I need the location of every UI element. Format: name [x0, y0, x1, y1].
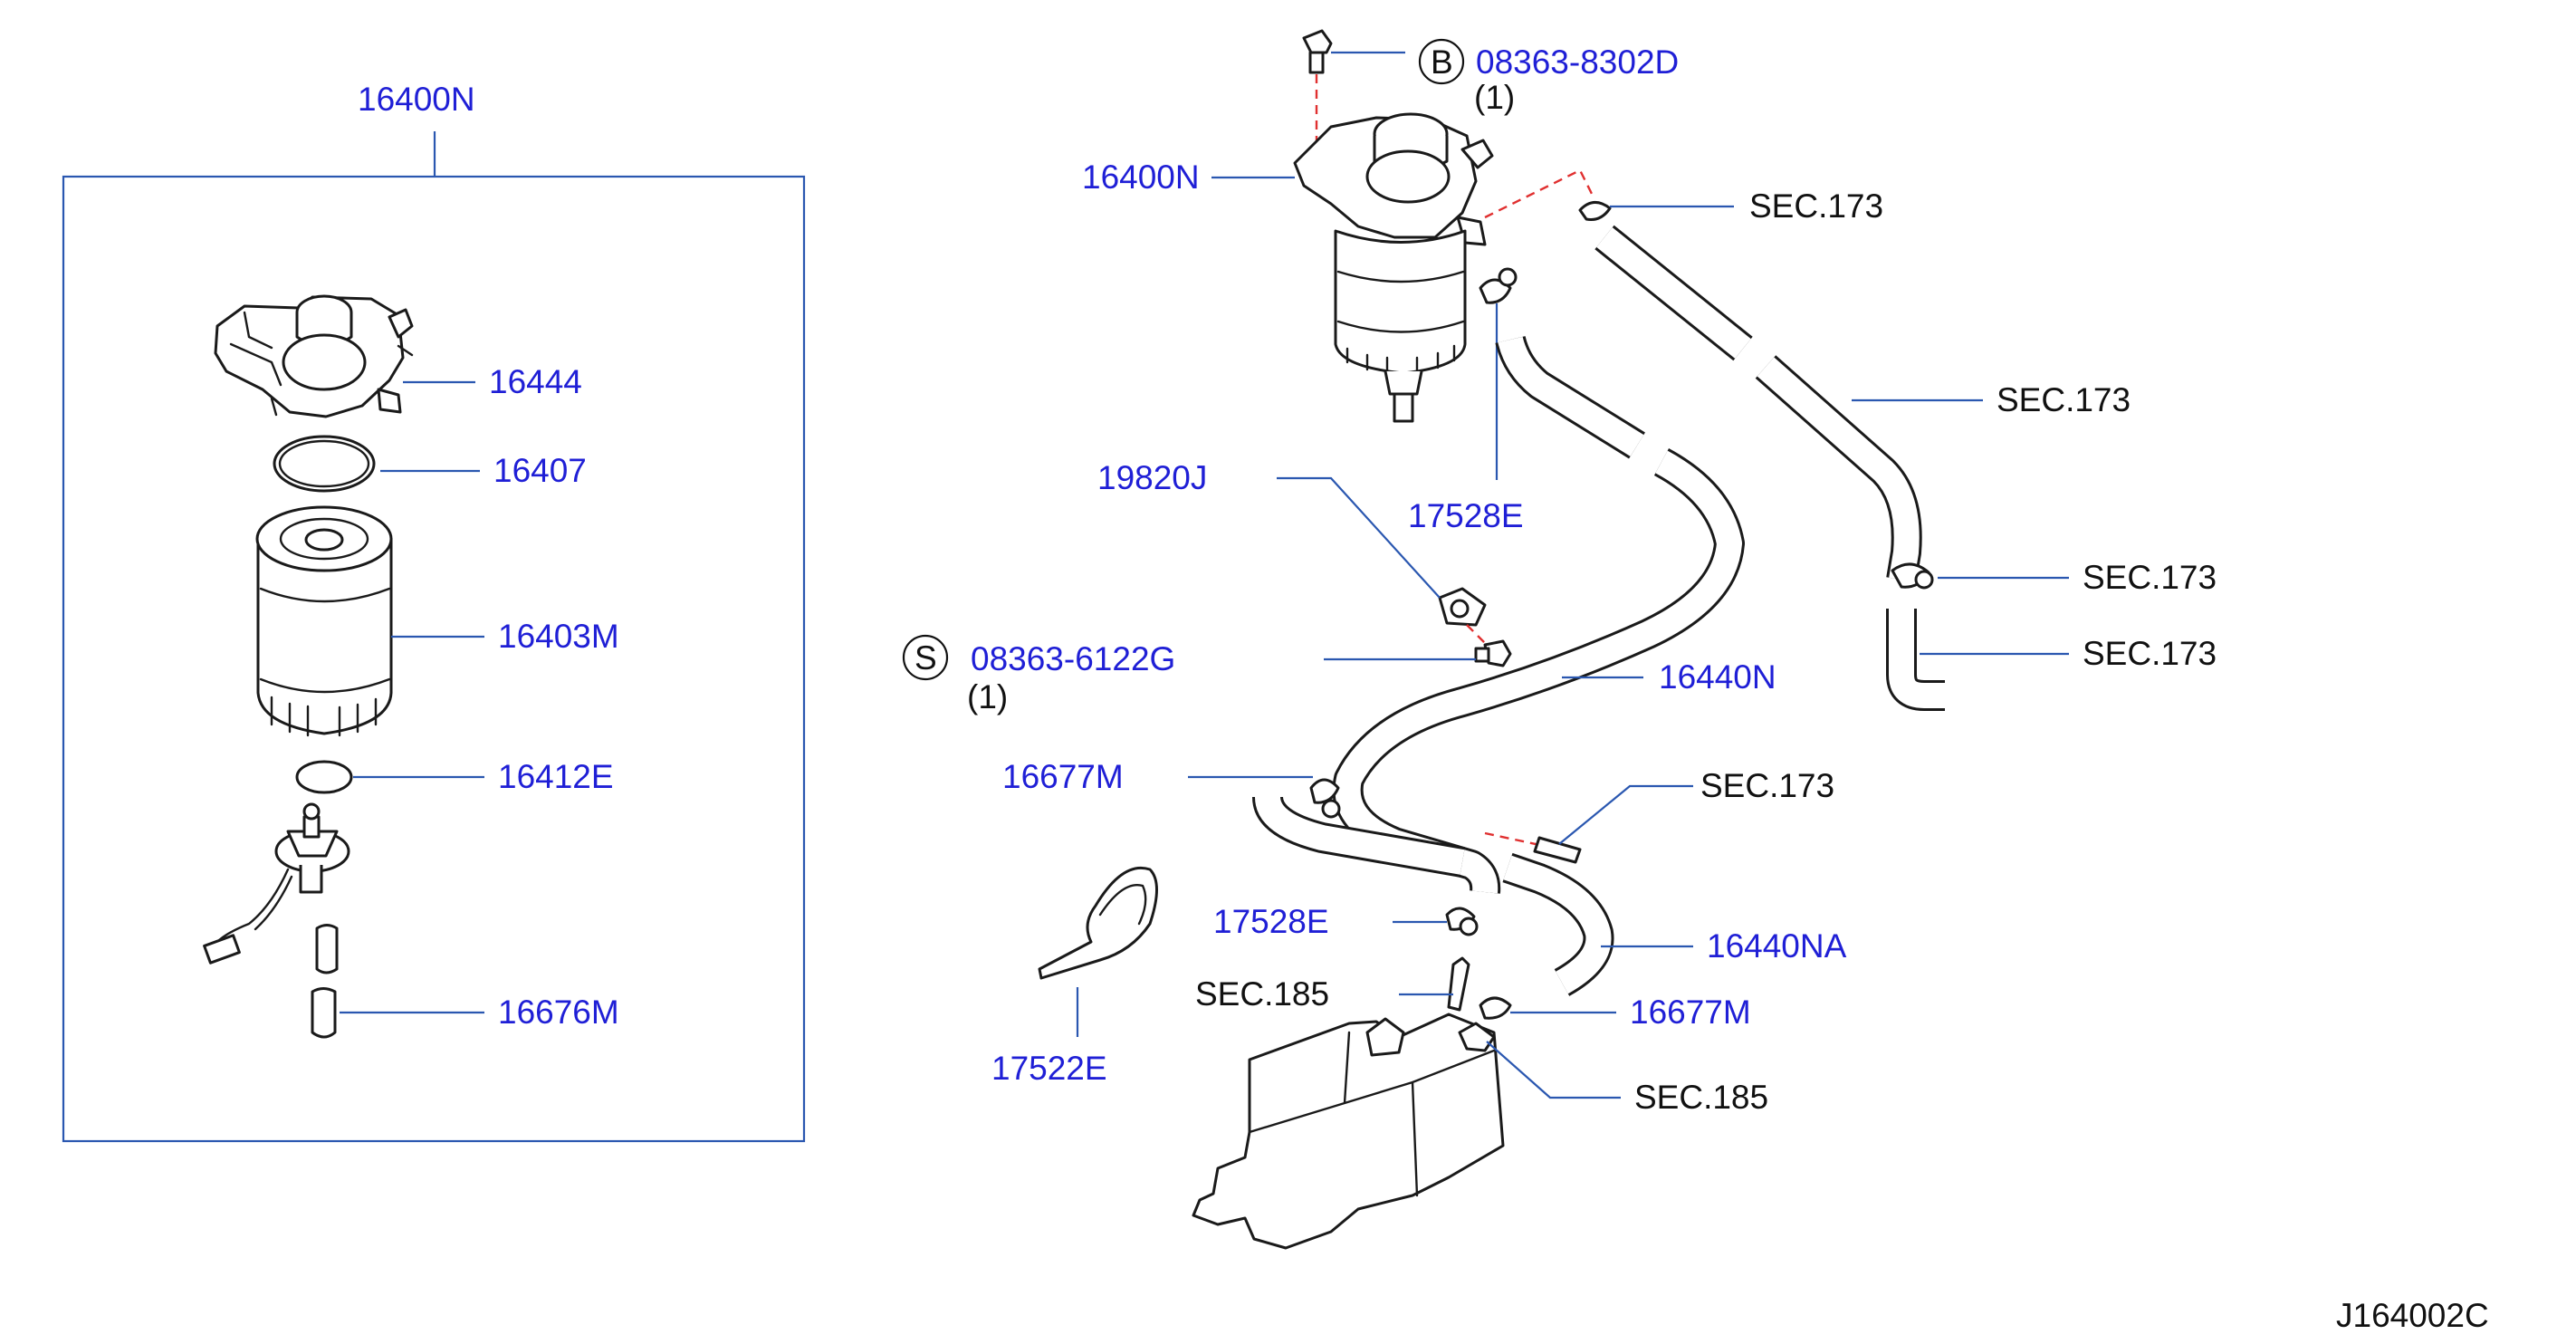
sensor-part[interactable] — [203, 802, 350, 965]
label-16412E[interactable]: 16412E — [498, 758, 614, 795]
label-08363-6122G[interactable]: 08363-6122G — [971, 640, 1175, 677]
screw-s-circle — [902, 634, 949, 681]
label-sec173-elbow[interactable]: SEC.173 — [2083, 635, 2217, 672]
filter-element-part[interactable] — [255, 505, 393, 737]
top-clamp-part[interactable] — [1578, 201, 1612, 221]
long-hose-part[interactable] — [1594, 225, 1922, 582]
mid-clamp-part[interactable] — [1891, 562, 1934, 590]
canister-part[interactable] — [1192, 1013, 1505, 1250]
screw-part[interactable] — [1474, 639, 1512, 667]
screw-s-letter: S — [915, 639, 937, 677]
label-16677M-right[interactable]: 16677M — [1630, 994, 1751, 1031]
elbow-hose-part[interactable] — [1886, 609, 1945, 711]
label-16403M[interactable]: 16403M — [498, 618, 619, 655]
small-ring-part[interactable] — [295, 760, 353, 794]
label-16440NA[interactable]: 16440NA — [1707, 927, 1847, 965]
label-08363-8302D[interactable]: 08363-8302D — [1476, 43, 1679, 81]
label-sec173-clamp[interactable]: SEC.173 — [2083, 559, 2217, 596]
bolt-b-circle — [1418, 38, 1465, 85]
o-ring-part[interactable] — [273, 435, 376, 493]
bracket-part[interactable] — [1438, 587, 1487, 627]
label-16400N-assembly[interactable]: 16400N — [1082, 158, 1200, 196]
label-sec185-upper[interactable]: SEC.185 — [1195, 975, 1329, 1013]
label-17522E[interactable]: 17522E — [991, 1050, 1107, 1087]
bolt-b-letter: B — [1431, 43, 1453, 81]
label-16676M[interactable]: 16676M — [498, 994, 619, 1031]
label-16440N[interactable]: 16440N — [1659, 658, 1776, 696]
label-16407[interactable]: 16407 — [493, 452, 587, 489]
label-sec185-lower[interactable]: SEC.185 — [1634, 1079, 1768, 1116]
pipe-stub-part[interactable] — [1533, 836, 1582, 864]
upper-body-part[interactable] — [214, 294, 414, 418]
left-exploded-group: 16400N 16444 16407 16403M — [62, 81, 806, 1143]
drawing-code: J164002C — [2336, 1297, 2489, 1334]
label-16444[interactable]: 16444 — [489, 363, 582, 400]
label-sec173-top[interactable]: SEC.173 — [1749, 187, 1883, 225]
short-hose-part[interactable] — [311, 924, 339, 1039]
label-sec173-hose[interactable]: SEC.173 — [1997, 381, 2131, 418]
bolt-part[interactable] — [1302, 29, 1333, 74]
left-clip-part[interactable] — [1252, 778, 1465, 878]
label-16677M-left[interactable]: 16677M — [1002, 758, 1124, 795]
label-19820J[interactable]: 19820J — [1097, 459, 1207, 496]
group-label[interactable]: 16400N — [358, 81, 475, 118]
screw-s-qty: (1) — [967, 678, 1008, 715]
band-part[interactable] — [1038, 866, 1158, 980]
right-assembly: B 08363-8302D (1) 16400N SEC.173 — [902, 29, 2217, 1250]
lower-hose-part[interactable] — [1502, 852, 1614, 996]
label-17528E-upper[interactable]: 17528E — [1408, 497, 1524, 534]
filter-assembly-part[interactable] — [1293, 112, 1494, 423]
label-17528E-lower[interactable]: 17528E — [1213, 903, 1329, 940]
lower-clamp-part[interactable] — [1445, 907, 1479, 936]
canister-pipe-part[interactable] — [1447, 956, 1512, 1020]
label-sec173-stub[interactable]: SEC.173 — [1700, 767, 1834, 804]
bolt-b-qty: (1) — [1474, 79, 1515, 116]
upper-clamp-part[interactable] — [1479, 267, 1518, 304]
group-frame — [62, 175, 806, 1143]
